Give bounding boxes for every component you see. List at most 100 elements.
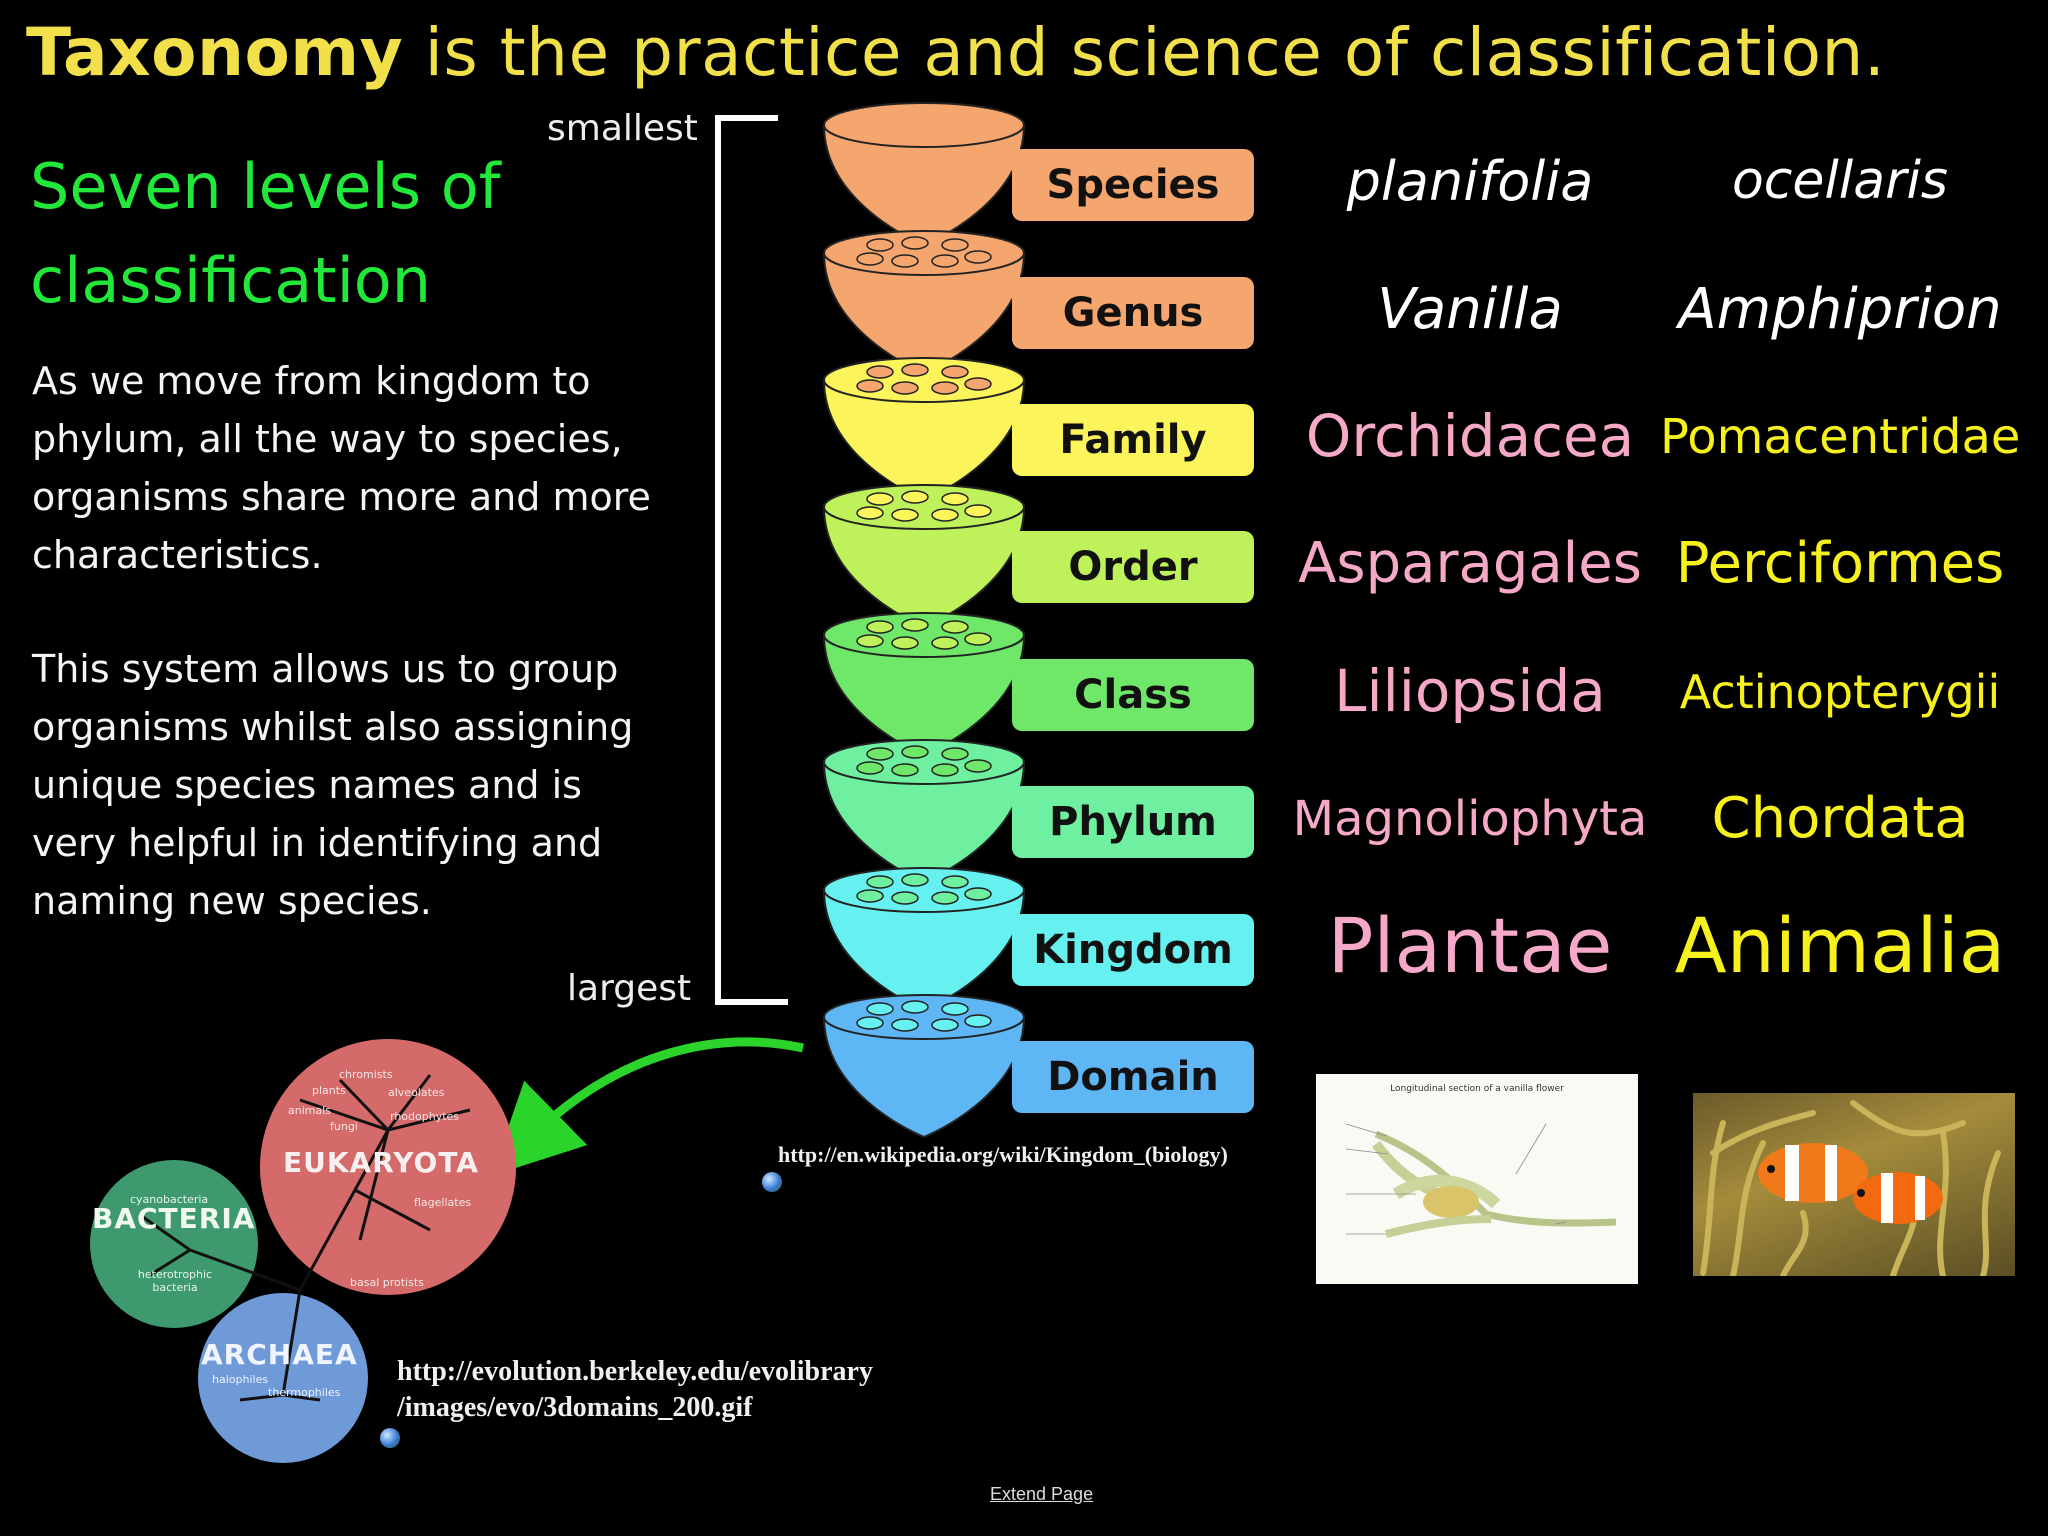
- funnel-hole: [866, 238, 894, 252]
- clownfish-drawing: [1700, 1100, 2001, 1276]
- funnel-hole: [964, 504, 992, 518]
- funnel-hole: [856, 506, 884, 520]
- funnel-hole: [901, 873, 929, 887]
- rank-kingdom: Kingdom: [1012, 914, 1254, 986]
- rank-order: Order: [1012, 531, 1254, 603]
- funnel-hole: [931, 381, 959, 395]
- clownfish-image: [1693, 1093, 2015, 1276]
- rank-genus: Genus: [1012, 277, 1254, 349]
- rank-family: Family: [1012, 404, 1254, 476]
- label-flagellates: flagellates: [414, 1196, 472, 1209]
- flower-drawing: [1345, 1123, 1617, 1238]
- paragraph-system-benefits: This system allows us to group organisms…: [32, 647, 634, 923]
- funnel-hole: [901, 490, 929, 504]
- globe-icon: [380, 1428, 400, 1448]
- funnel-rim-genus: [823, 230, 1025, 276]
- subtitle: Seven levels of classification: [30, 150, 501, 317]
- funnel-rim-phylum: [823, 739, 1025, 785]
- label-chromists: chromists: [339, 1068, 393, 1081]
- arrow-to-domain-tree: [491, 1037, 804, 1176]
- animal-example-kingdom: Animalia: [1674, 900, 2006, 990]
- funnel-hole: [891, 254, 919, 268]
- funnel-hole: [941, 620, 969, 634]
- source-link-berkeley[interactable]: http://evolution.berkeley.edu/evolibrary…: [397, 1354, 873, 1426]
- scale-label-largest: largest: [567, 968, 692, 1009]
- funnel-hole: [931, 763, 959, 777]
- animal-example-order: Perciformes: [1675, 530, 2005, 596]
- plant-example-phylum: Magnoliophyta: [1292, 790, 1648, 847]
- extend-page-link[interactable]: Extend Page: [990, 1484, 1094, 1504]
- rank-domain: Domain: [1012, 1041, 1254, 1113]
- funnel-hole: [891, 508, 919, 522]
- funnel-hole: [891, 1018, 919, 1032]
- funnel-hole: [964, 632, 992, 646]
- label-basal-protists: basal protists: [350, 1276, 424, 1289]
- globe-icon: [762, 1172, 782, 1192]
- funnel-hole: [941, 492, 969, 506]
- label-bacteria: BACTERIA: [92, 1202, 256, 1235]
- paragraph-kingdom-to-species: As we move from kingdom to phylum, all t…: [32, 359, 651, 577]
- funnel-hole: [931, 254, 959, 268]
- funnel-rim-domain: [823, 994, 1025, 1040]
- funnel-hole: [964, 759, 992, 773]
- label-thermophiles: thermophiles: [268, 1386, 341, 1399]
- page-title: Taxonomy is the practice and science of …: [26, 14, 1886, 91]
- funnel-hole: [891, 763, 919, 777]
- label-eukaryota: EUKARYOTA: [283, 1146, 479, 1179]
- animal-example-family: Pomacentridae: [1660, 408, 2021, 465]
- funnel-hole: [856, 634, 884, 648]
- funnel-hole: [901, 363, 929, 377]
- funnel-hole: [866, 1002, 894, 1016]
- funnel-rim-order: [823, 484, 1025, 530]
- funnel-hole: [964, 1014, 992, 1028]
- source-link-wikipedia[interactable]: http://en.wikipedia.org/wiki/Kingdom_(bi…: [778, 1142, 1228, 1167]
- funnel-hole: [891, 891, 919, 905]
- animal-example-class: Actinopterygii: [1679, 665, 2001, 720]
- plant-example-genus: Vanilla: [1377, 276, 1563, 342]
- plant-example-class: Liliopsida: [1334, 657, 1606, 726]
- funnel-domain: [822, 1016, 1026, 1139]
- funnel-hole: [931, 1018, 959, 1032]
- eukaryota-circle: [260, 1039, 516, 1295]
- label-halophiles: halophiles: [212, 1373, 269, 1386]
- funnel-rim-kingdom: [823, 867, 1025, 913]
- tree-branches: [139, 1074, 471, 1402]
- funnel-hole: [856, 379, 884, 393]
- rank-species: Species: [1012, 149, 1254, 221]
- label-plants: plants: [312, 1084, 346, 1097]
- funnel-hole: [941, 238, 969, 252]
- animal-example-genus: Amphiprion: [1678, 276, 2002, 342]
- funnel-hole: [901, 745, 929, 759]
- funnel-hole: [931, 508, 959, 522]
- label-archaea: ARCHAEA: [201, 1338, 358, 1371]
- scale-bracket: [715, 115, 788, 1005]
- funnel-hole: [866, 492, 894, 506]
- plant-example-family: Orchidacea: [1305, 402, 1635, 471]
- source-berkeley-line2: /images/evo/3domains_200.gif: [397, 1392, 753, 1423]
- funnel-hole: [856, 889, 884, 903]
- funnel-hole: [964, 377, 992, 391]
- funnel-hole: [901, 618, 929, 632]
- funnel-hole: [941, 747, 969, 761]
- bacteria-circle: [90, 1160, 258, 1328]
- funnel-hole: [964, 250, 992, 264]
- funnel-hole: [866, 365, 894, 379]
- funnel-hole: [866, 875, 894, 889]
- funnel-hole: [866, 620, 894, 634]
- plant-example-kingdom: Plantae: [1327, 900, 1613, 990]
- plant-example-order: Asparagales: [1298, 530, 1642, 596]
- funnel-hole: [931, 636, 959, 650]
- source-berkeley-line1: http://evolution.berkeley.edu/evolibrary: [397, 1356, 873, 1387]
- funnel-hole: [964, 887, 992, 901]
- funnel-rim-class: [823, 612, 1025, 658]
- funnel-hole: [941, 875, 969, 889]
- archaea-circle: [198, 1293, 368, 1463]
- funnel-hole: [901, 236, 929, 250]
- rank-class: Class: [1012, 659, 1254, 731]
- scale-label-smallest: smallest: [547, 108, 698, 149]
- label-rhodophytes: rhodophytes: [390, 1110, 460, 1123]
- funnel-hole: [941, 1002, 969, 1016]
- funnel-hole: [891, 636, 919, 650]
- funnel-hole: [856, 761, 884, 775]
